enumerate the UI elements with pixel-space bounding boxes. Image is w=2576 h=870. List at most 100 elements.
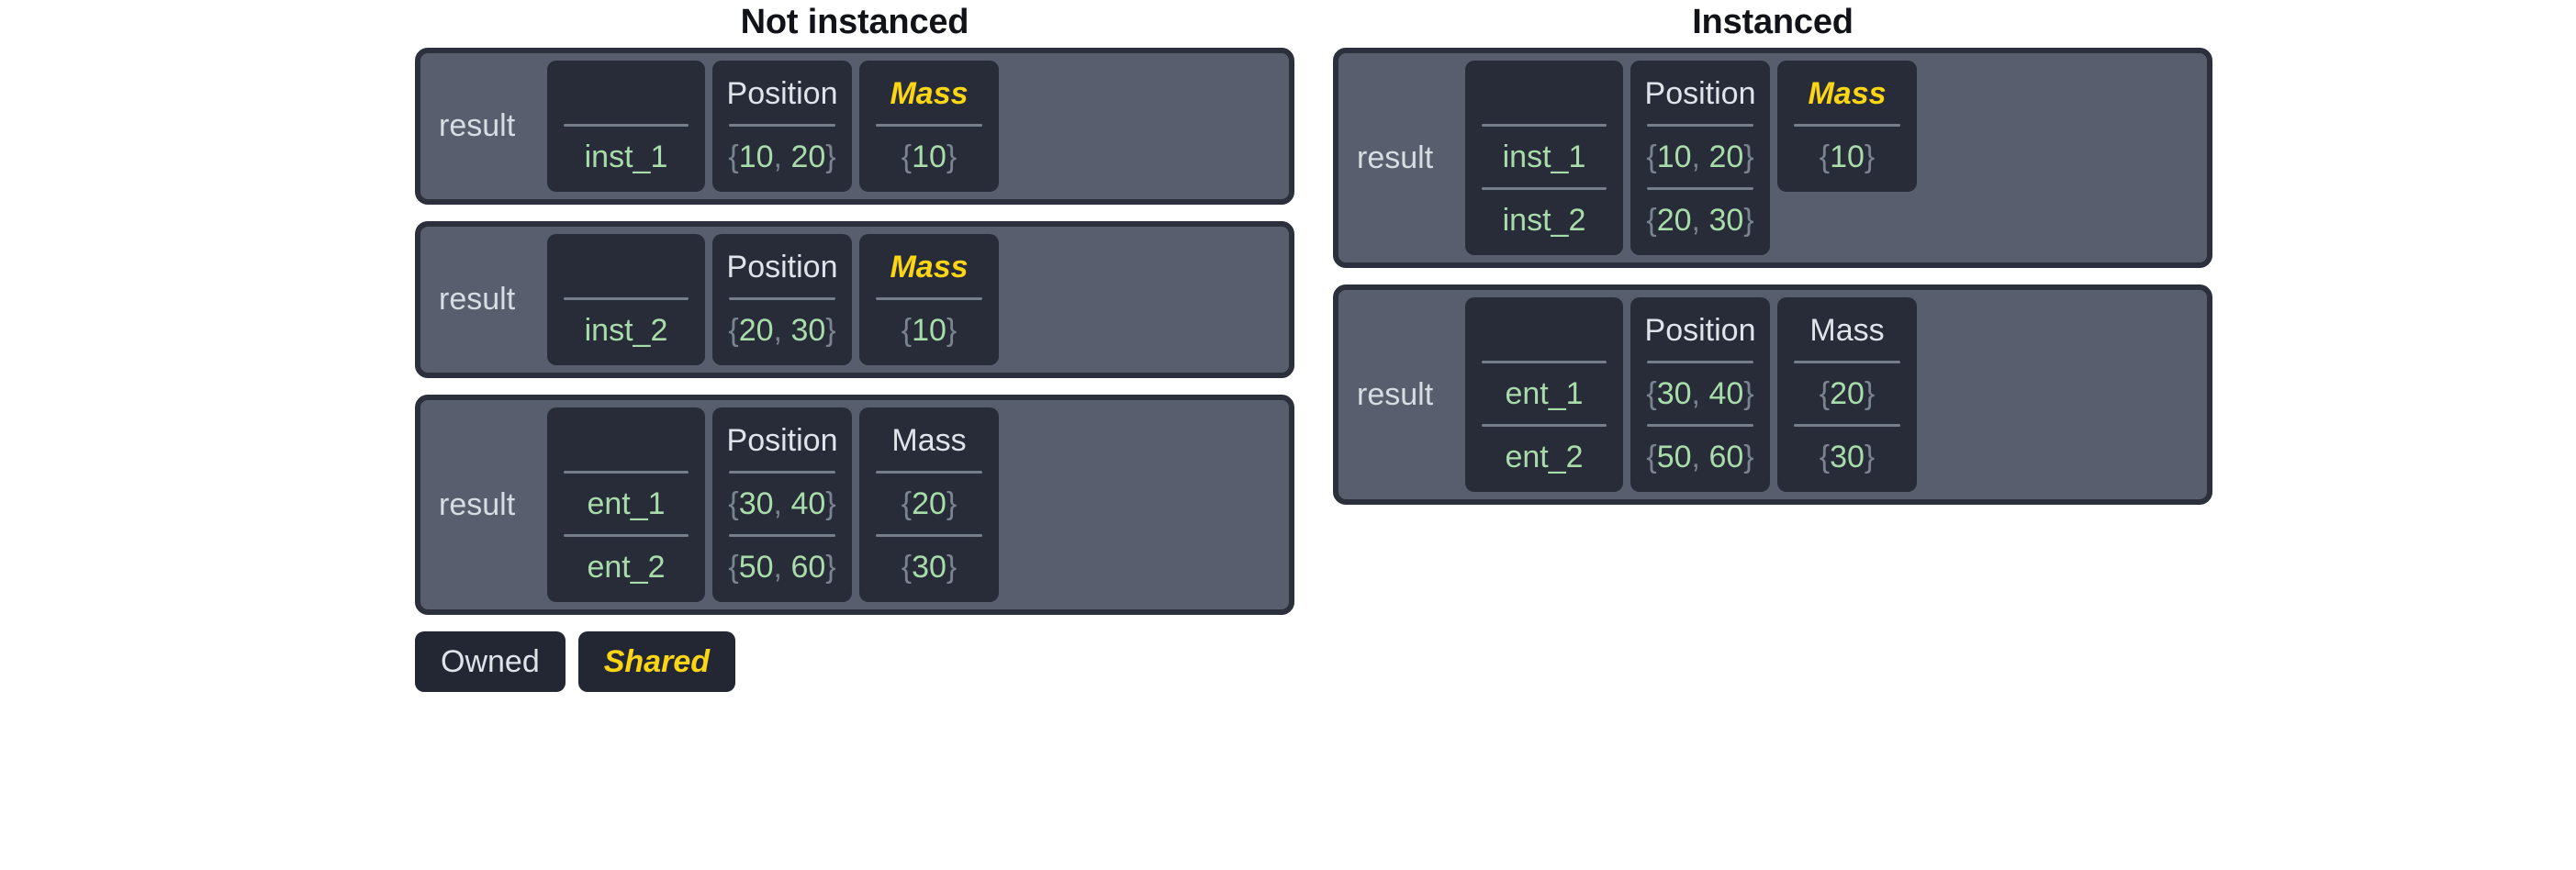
column-card-mass: Mass{10} — [859, 61, 999, 192]
value-number: 40 — [782, 486, 826, 521]
value-number: 20 — [782, 139, 826, 174]
row-divider — [1482, 187, 1607, 190]
component-value-cell: {50, 60} — [1630, 429, 1770, 485]
column-card-position: Position {30, 40} {50, 60} — [712, 407, 852, 602]
value-number: 60 — [782, 550, 826, 585]
brace-open: { — [728, 550, 739, 585]
column-header-position: Position — [726, 250, 838, 284]
brace-close: } — [825, 550, 836, 585]
brace-open: { — [1819, 376, 1831, 411]
column-header-position: Position — [1644, 313, 1756, 348]
brace-open: { — [901, 313, 913, 348]
value-comma: , — [1691, 440, 1700, 474]
brace-close: } — [1864, 376, 1876, 411]
row-divider — [876, 534, 982, 537]
column-card-name: inst_2 — [547, 234, 705, 365]
value-number: 10 — [1830, 139, 1865, 174]
legend-chip-shared: Shared — [577, 631, 735, 692]
value-number: 40 — [1700, 376, 1744, 411]
column-header-name — [547, 413, 705, 468]
brace-close: } — [1864, 440, 1876, 474]
component-value-cell: {30, 40} — [1630, 366, 1770, 421]
value-comma: , — [773, 313, 782, 348]
brace-open: { — [728, 139, 739, 174]
component-value-cell: {30} — [1777, 429, 1917, 485]
column-card-position: Position{30, 40}{50, 60} — [1630, 297, 1770, 492]
entity-name-cell: ent_1 — [587, 486, 666, 521]
value-comma: , — [773, 139, 782, 174]
value-number: 30 — [1656, 376, 1692, 411]
brace-close: } — [1743, 139, 1754, 174]
column-card-position: Position{20, 30} — [712, 234, 852, 365]
column-header-mass: Mass — [890, 76, 969, 111]
value-number: 30 — [1700, 203, 1744, 238]
component-value-cell: {30} — [859, 540, 999, 595]
column-card-position: Position{10, 20} — [712, 61, 852, 192]
column-card-mass: Mass {10} — [859, 234, 999, 365]
brace-close: } — [825, 139, 836, 174]
row-divider — [1647, 361, 1753, 363]
brace-open: { — [1646, 203, 1657, 238]
brace-close: } — [1743, 440, 1754, 474]
row-divider — [1794, 361, 1900, 363]
component-value-cell: {10} — [859, 303, 999, 358]
row-divider — [729, 124, 835, 127]
entity-name-cell: inst_1 — [1502, 139, 1586, 174]
value-number: 20 — [738, 313, 774, 348]
row-divider — [1647, 424, 1753, 427]
row-divider — [876, 124, 982, 127]
value-comma: , — [1691, 139, 1700, 174]
brace-open: { — [901, 486, 913, 521]
brace-open: { — [1819, 440, 1831, 474]
row-divider — [1482, 424, 1607, 427]
row-divider — [1482, 361, 1607, 363]
column-group: ent_1 ent_2 Position {30, 40} {50, 60}Mass{2… — [547, 407, 1282, 602]
column-header-name — [1465, 303, 1623, 358]
value-comma: , — [773, 550, 782, 585]
row-divider — [1794, 424, 1900, 427]
column-header-name — [547, 240, 705, 295]
column-header-name — [1465, 66, 1623, 121]
brace-open: { — [1646, 376, 1657, 411]
column-header-position: Position — [1644, 76, 1756, 111]
component-value-cell: {50, 60} — [712, 540, 852, 595]
value-number: 30 — [1830, 440, 1865, 474]
result-label: result — [439, 282, 516, 317]
column-card-mass: Mass{20}{30} — [859, 407, 999, 602]
component-value-cell: {30, 40} — [712, 476, 852, 531]
value-number: 20 — [1656, 203, 1692, 238]
value-comma: , — [1691, 376, 1700, 411]
row-divider — [1482, 124, 1607, 127]
value-comma: , — [1691, 203, 1700, 238]
row-divider — [564, 534, 689, 537]
value-number: 10 — [912, 139, 946, 174]
row-divider — [729, 471, 835, 474]
brace-close: } — [946, 139, 958, 174]
brace-close: } — [1743, 203, 1754, 238]
value-number: 10 — [912, 313, 946, 348]
column-card-position: Position{10, 20}{20, 30} — [1630, 61, 1770, 255]
column-header-position: Position — [726, 423, 838, 458]
column-header-position: Position — [726, 76, 838, 111]
section-title: Instanced — [1692, 3, 1854, 41]
component-value-cell: {20} — [1777, 366, 1917, 421]
result-label: result — [1357, 139, 1434, 175]
row-divider — [729, 534, 835, 537]
section-title: Not instanced — [740, 3, 969, 41]
entity-name-cell: ent_2 — [587, 550, 666, 585]
entity-name-cell: inst_1 — [584, 139, 668, 174]
brace-close: } — [946, 313, 958, 348]
column-header-mass: Mass — [890, 250, 969, 284]
legend-chip-owned: Owned — [415, 631, 566, 692]
result-label: result — [1357, 376, 1434, 412]
